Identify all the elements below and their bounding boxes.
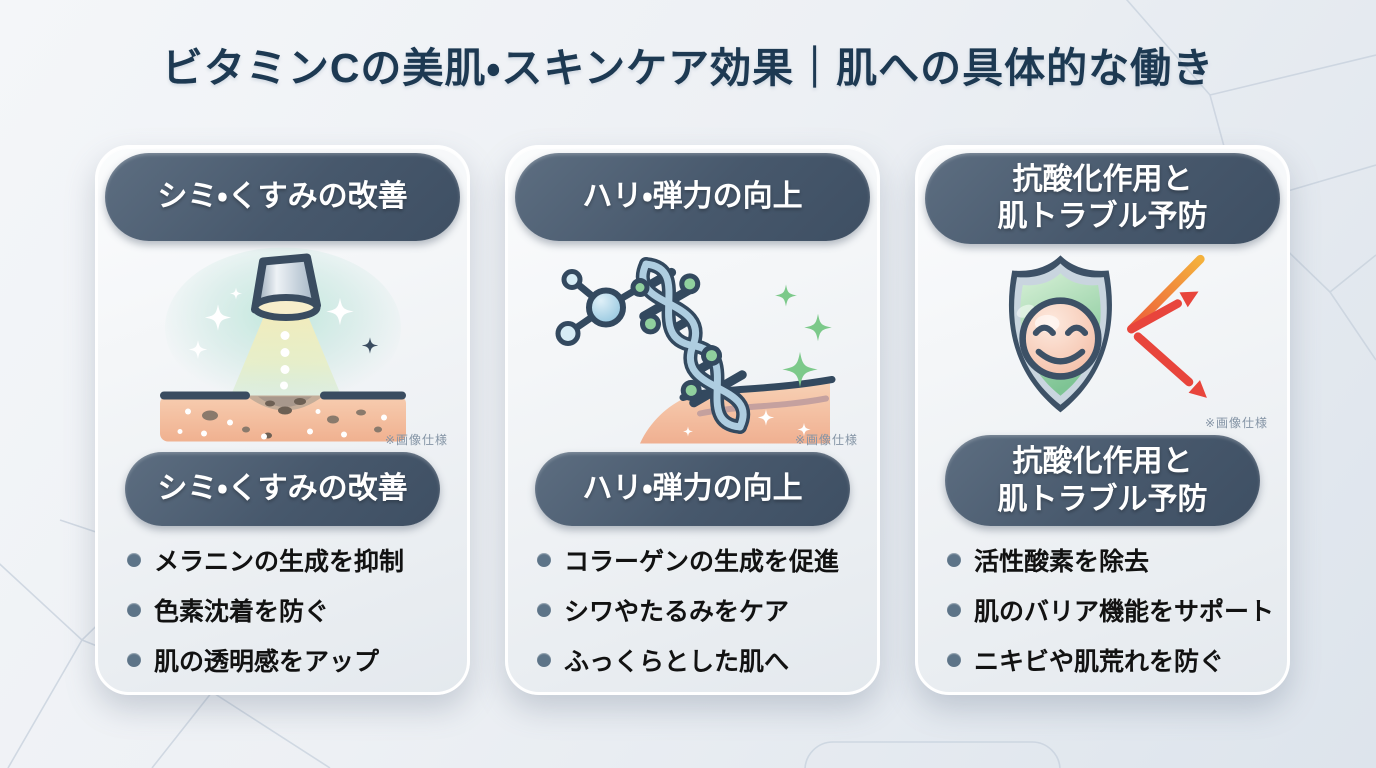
bullet-dot-icon xyxy=(127,653,141,667)
bullet-text: 肌の透明感をアップ xyxy=(154,648,380,676)
bullet-dot-icon xyxy=(537,653,551,667)
shield-smile-deflect-icon xyxy=(1008,254,1207,413)
illustration-note: ※画像仕様 xyxy=(384,433,448,447)
bullet-text: ふっくらとした肌へ xyxy=(564,648,790,676)
bullet-list: メラニンの生成を抑制 色素沈着を防ぐ 肌の透明感をアップ xyxy=(105,542,460,678)
bullet-text: 色素沈着を防ぐ xyxy=(154,598,330,626)
card-subheader-pill: 抗酸化作用と 肌トラブル予防 xyxy=(944,435,1261,526)
bullet-dot-icon xyxy=(947,602,961,617)
bullet-dot-icon xyxy=(537,603,551,617)
uv-lamp-on-skin-icon xyxy=(159,247,406,442)
bullet-dot-icon xyxy=(127,553,141,567)
bullet-text: メラニンの生成を抑制 xyxy=(154,548,405,576)
bullet-item: メラニンの生成を抑制 xyxy=(127,542,456,578)
bullet-list: 活性酸素を除去 肌のバリア機能をサポート ニキビや肌荒れを防ぐ xyxy=(925,542,1280,678)
bullet-item: 肌の透明感をアップ xyxy=(127,642,456,678)
bullet-list: コラーゲンの生成を促進 シワやたるみをケア ふっくらとした肌へ xyxy=(515,542,870,678)
card-firmness-elasticity: ハリ・弾力の向上 xyxy=(505,145,880,695)
illustration-note: ※画像仕様 xyxy=(794,433,858,447)
bullet-dot-icon xyxy=(127,603,141,617)
bullet-item: シワやたるみをケア xyxy=(537,592,866,628)
card-subheader-pill: シミ・くすみの改善 xyxy=(124,452,441,526)
bullet-item: ふっくらとした肌へ xyxy=(537,642,866,678)
bullet-text: ニキビや肌荒れを防ぐ xyxy=(974,647,1225,676)
card-antioxidant-protection: 抗酸化作用と 肌トラブル予防 xyxy=(915,145,1290,695)
illustration-note: ※画像仕様 xyxy=(1204,416,1268,431)
cards-row: シミ・くすみの改善 xyxy=(95,145,1290,695)
card-spots-dullness: シミ・くすみの改善 xyxy=(95,145,470,695)
card-header-pill: シミ・くすみの改善 xyxy=(105,153,460,241)
dna-collagen-skin-icon xyxy=(555,257,835,444)
page-title: ビタミンCの美肌・スキンケア効果｜肌への具体的な働き xyxy=(161,45,1215,91)
bullet-text: 肌のバリア機能をサポート xyxy=(974,597,1275,626)
bullet-item: 色素沈着を防ぐ xyxy=(127,592,456,628)
bullet-text: 活性酸素を除去 xyxy=(974,547,1150,576)
bullet-dot-icon xyxy=(947,552,961,567)
bullet-text: コラーゲンの生成を促進 xyxy=(564,548,840,576)
card-subheader-pill: ハリ・弾力の向上 xyxy=(534,452,851,526)
card-header-pill: 抗酸化作用と 肌トラブル予防 xyxy=(925,153,1280,244)
bullet-item: ニキビや肌荒れを防ぐ xyxy=(947,642,1276,678)
illustration-area: ※画像仕様 xyxy=(105,241,460,450)
bullet-dot-icon xyxy=(947,652,961,667)
illustration-area: ※画像仕様 xyxy=(515,241,870,450)
bullet-item: コラーゲンの生成を促進 xyxy=(537,542,866,578)
card-header-pill: ハリ・弾力の向上 xyxy=(515,153,870,241)
bullet-text: シワやたるみをケア xyxy=(564,598,790,626)
bullet-item: 活性酸素を除去 xyxy=(947,542,1276,578)
illustration-area: ※画像仕様 xyxy=(925,244,1280,433)
bullet-item: 肌のバリア機能をサポート xyxy=(947,592,1276,628)
bullet-dot-icon xyxy=(537,553,551,567)
